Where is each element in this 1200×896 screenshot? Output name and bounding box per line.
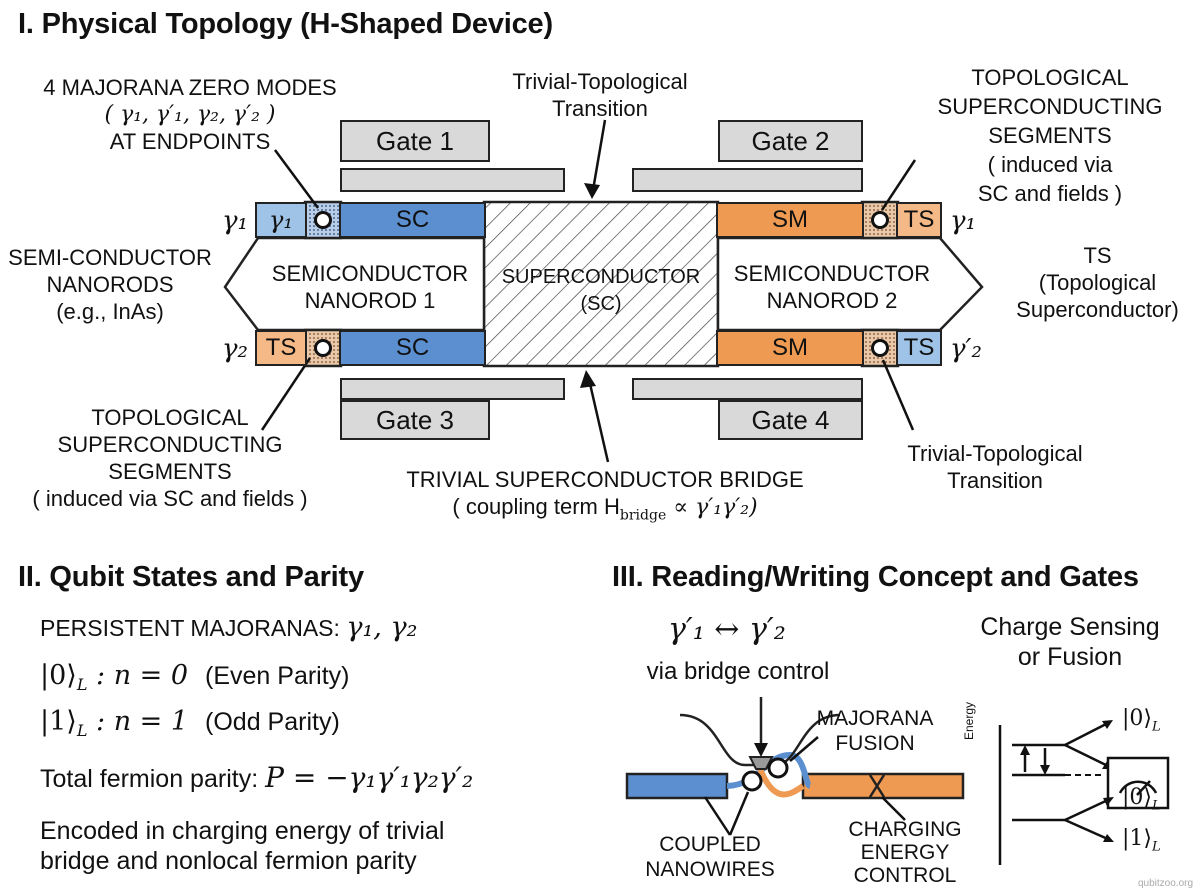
gate-4: Gate 4 — [718, 400, 863, 440]
leader-transition-top — [590, 119, 607, 197]
bridge-label: TRIVIAL SUPERCONDUCTOR BRIDGE ( coupling… — [406, 467, 804, 524]
majorana-circle-3 — [871, 211, 889, 229]
majorana-circle-2 — [314, 339, 332, 357]
gamma2p-right-label: γ′₂ — [950, 334, 982, 364]
majorana-label: 4 MAJORANA ZERO MODES ( γ₁, γ′₁, γ₂, γ′₂… — [43, 75, 337, 154]
transition-label-top: Trivial-Topological Transition — [512, 69, 688, 121]
energy-axis-label: Energy — [962, 701, 976, 740]
ket0-top: |0⟩L — [1122, 706, 1161, 735]
superconductor-label: SUPERCONDUCTOR(SC) — [501, 266, 701, 315]
gate-2: Gate 2 — [718, 120, 863, 162]
ket1: |1⟩L — [1122, 826, 1161, 855]
reading-diagram — [625, 697, 1170, 865]
state-0: |0⟩L : n = 0 (Even Parity) — [40, 660, 350, 694]
leader-transition-bottom — [881, 359, 915, 431]
gamma1-left-label: γ₁ — [222, 206, 248, 236]
superconductor-block — [482, 200, 720, 368]
state-1: |1⟩L : n = 1 (Odd Parity) — [40, 706, 340, 740]
gate-2-bar — [632, 168, 863, 192]
leader-bridge — [586, 374, 610, 463]
segment-sm-bottom: SM — [716, 330, 864, 366]
segment-ts-top-right: TS — [896, 202, 942, 238]
segment-sm-top: SM — [716, 202, 864, 238]
topo-segments-right-label: TOPOLOGICAL SUPERCONDUCTING SEGMENTS ( i… — [937, 65, 1163, 206]
nanorod-1 — [223, 236, 486, 332]
blue-wire — [625, 772, 729, 800]
majorana-circle-1 — [314, 211, 332, 229]
gate-4-bar — [632, 378, 863, 400]
segment-gamma1-top-left: γ₁ — [255, 202, 307, 238]
gate-1-bar — [340, 168, 565, 192]
meter-box — [1106, 756, 1170, 810]
majorana-circle-4 — [871, 339, 889, 357]
leader-majorana — [273, 149, 320, 209]
device-graphic — [223, 119, 984, 463]
persistent-majoranas: PERSISTENT MAJORANAS: γ₁, γ₂ — [40, 612, 418, 643]
ket0-mid: |0⟩L — [1122, 785, 1161, 814]
section2-title: II. Qubit States and Parity — [18, 561, 364, 593]
via-bridge-label: via bridge control — [646, 658, 830, 685]
gate-1: Gate 1 — [340, 120, 490, 162]
segment-ts-bottom-right: TS — [896, 330, 942, 366]
section1-title: I. Physical Topology (H-Shaped Device) — [18, 8, 553, 40]
leader-topo-left — [260, 357, 312, 431]
gamma2-left-label: γ₂ — [222, 334, 248, 364]
section3-title: III. Reading/Writing Concept and Gates — [612, 561, 1139, 593]
gate-3: Gate 3 — [340, 400, 490, 440]
nanorod-2 — [716, 236, 984, 332]
total-parity: Total fermion parity: P = −γ₁γ′₁γ₂γ′₂ — [40, 761, 474, 794]
gamma1-right-label: γ₁ — [950, 206, 976, 236]
segment-sc-top: SC — [339, 202, 486, 238]
leader-topo-right — [880, 159, 917, 211]
segment-sc-bottom: SC — [339, 330, 486, 366]
watermark: qubitzoo.org — [1138, 878, 1194, 889]
gate-3-bar — [340, 378, 565, 400]
segment-ts-bottom-left: TS — [255, 330, 307, 366]
swap-math: γ′₁ ↔ γ′₂ — [668, 612, 786, 647]
